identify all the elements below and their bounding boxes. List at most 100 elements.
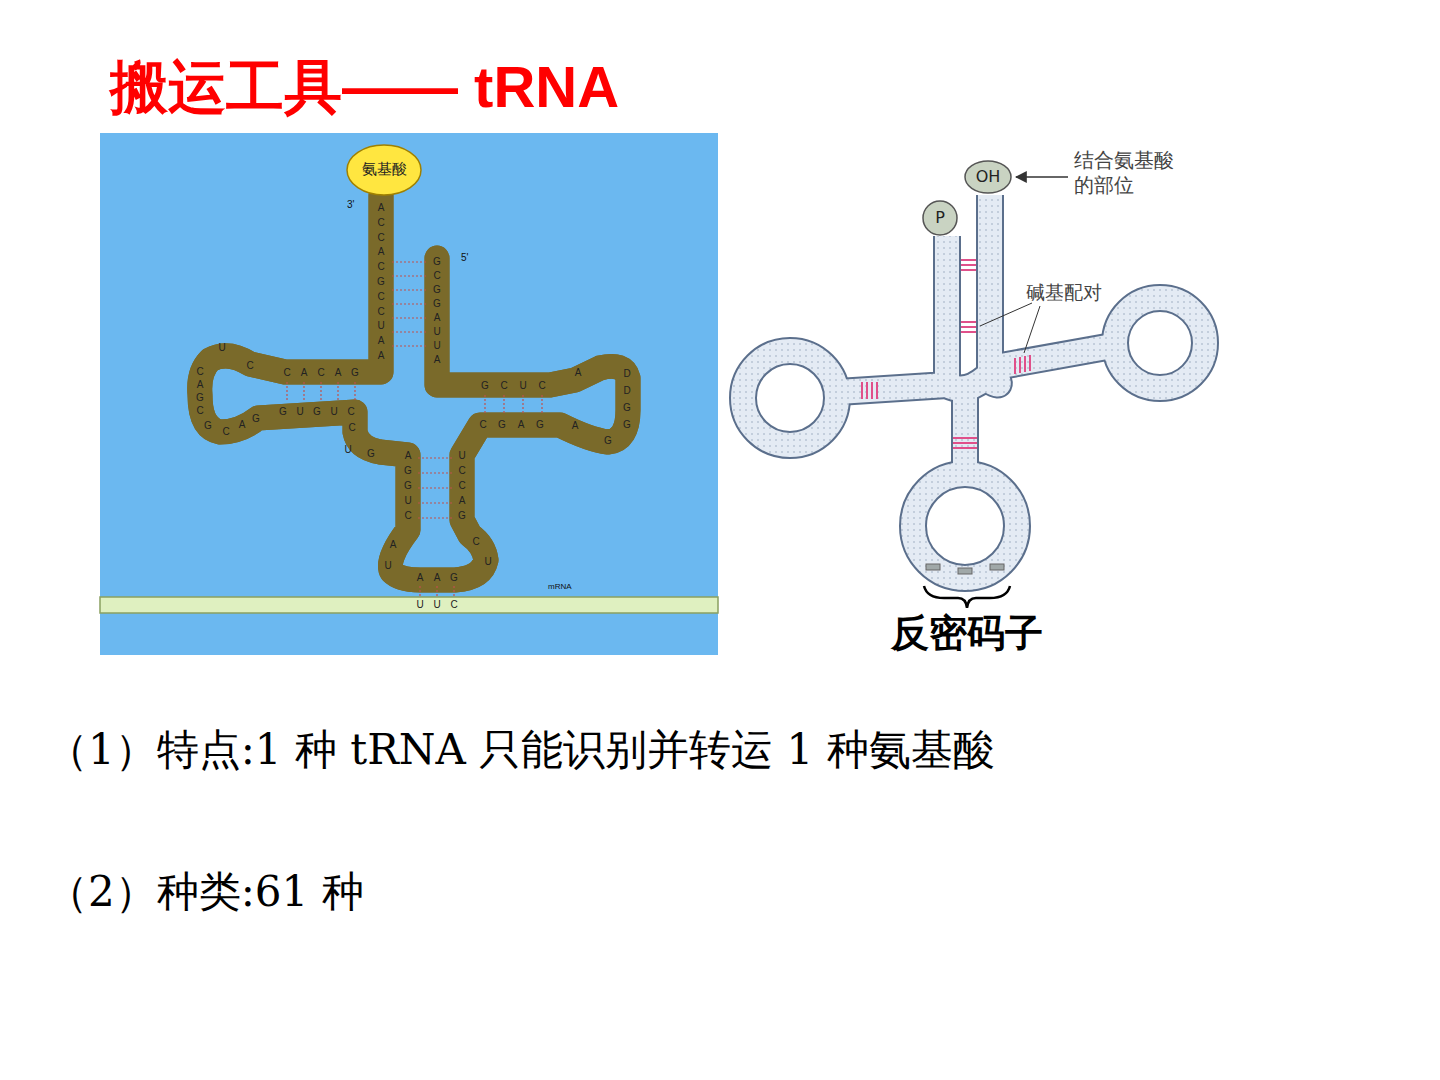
nucleotide: U xyxy=(458,451,465,461)
nucleotide: A xyxy=(378,336,385,346)
nucleotide: C xyxy=(283,368,290,378)
nucleotide: G xyxy=(433,285,441,295)
callout-text: 碱基配对 xyxy=(1026,281,1102,305)
nucleotide: C xyxy=(377,233,384,243)
nucleotide: G xyxy=(404,481,412,491)
nucleotide: A xyxy=(378,203,385,213)
nucleotide: D xyxy=(623,369,630,379)
nucleotide: G xyxy=(433,299,441,309)
nucleotide: G xyxy=(367,449,375,459)
trna-outline-drawing xyxy=(743,195,1205,578)
nucleotide: A xyxy=(239,420,246,430)
nucleotide: U xyxy=(384,561,391,571)
nucleotide: A xyxy=(459,496,466,506)
nucleotide: A xyxy=(378,351,385,361)
nucleotide: G xyxy=(196,393,204,403)
nucleotide: U xyxy=(330,407,337,417)
anticodon-label: 反密码子 xyxy=(891,610,1043,658)
nucleotide: C xyxy=(479,420,486,430)
nucleotide: G xyxy=(623,403,631,413)
nucleotide: G xyxy=(204,421,212,431)
nucleotide: C xyxy=(458,481,465,491)
anticodon-bases xyxy=(926,564,1004,574)
nucleotide: U xyxy=(519,381,526,391)
nucleotide: G xyxy=(252,414,260,424)
nucleotide: C xyxy=(450,600,457,610)
nucleotide: A xyxy=(518,420,525,430)
nucleotide: A xyxy=(572,421,579,431)
node-text: P xyxy=(935,209,945,227)
nucleotide: A xyxy=(301,368,308,378)
nucleotide: U xyxy=(218,343,225,353)
mrna-label: mRNA xyxy=(548,582,572,592)
nucleotide: C xyxy=(500,381,507,391)
nucleotide: C xyxy=(246,361,253,371)
nucleotide: A xyxy=(417,573,424,583)
nucleotide: G xyxy=(623,420,631,430)
nucleotide: G xyxy=(498,420,506,430)
nucleotide: A xyxy=(405,451,412,461)
phosphate-circle: P xyxy=(922,200,958,236)
nucleotide: G xyxy=(351,368,359,378)
nucleotide: C xyxy=(377,218,384,228)
node-text: 氨基酸 xyxy=(362,161,407,178)
note-line: （1）特点:1 种 tRNA 只能识别并转运 1 种氨基酸 xyxy=(46,724,995,777)
node-shape xyxy=(965,161,1011,193)
nucleotide: C xyxy=(222,427,229,437)
nucleotide: U xyxy=(296,407,303,417)
amino-acid-circle: 氨基酸 xyxy=(346,144,422,196)
nucleotide: C xyxy=(347,407,354,417)
nucleotide: C xyxy=(196,406,203,416)
node-text: OH xyxy=(976,168,1001,186)
mrna-band xyxy=(100,597,718,613)
nucleotide: C xyxy=(196,367,203,377)
nucleotide: G xyxy=(377,277,385,287)
slide-title: 搬运工具—— tRNA xyxy=(110,52,619,122)
nucleotide: G xyxy=(604,436,612,446)
nucleotide: G xyxy=(450,573,458,583)
nucleotide: C xyxy=(377,262,384,272)
nucleotide: G xyxy=(458,511,466,521)
nucleotide: D xyxy=(623,386,630,396)
hydroxyl-circle: OH xyxy=(964,160,1012,194)
nucleotide: C xyxy=(404,511,411,521)
nucleotide: G xyxy=(481,381,489,391)
nucleotide: G xyxy=(313,407,321,417)
nucleotide: A xyxy=(378,247,385,257)
nucleotide: U xyxy=(484,557,491,567)
nucleotide: A xyxy=(434,313,441,323)
anticodon-bracket xyxy=(924,586,1010,608)
nucleotide: A xyxy=(434,573,441,583)
blue-panel xyxy=(100,133,718,655)
base-pair-bars xyxy=(862,260,1030,448)
nucleotide: C xyxy=(377,292,384,302)
nucleotide: C xyxy=(472,537,479,547)
nucleotide: A xyxy=(197,380,204,390)
nucleotide: G xyxy=(433,257,441,267)
end-label: 3' xyxy=(347,199,354,212)
nucleotide: U xyxy=(416,600,423,610)
nucleotide: G xyxy=(536,420,544,430)
note-line: （2）种类:61 种 xyxy=(46,866,364,919)
leader-line xyxy=(980,303,1032,326)
leader-line xyxy=(1016,176,1068,178)
node-shape xyxy=(347,145,421,195)
nucleotide: G xyxy=(404,466,412,476)
nucleotide: A xyxy=(575,368,582,378)
nucleotide: C xyxy=(348,423,355,433)
nucleotide: G xyxy=(279,407,287,417)
nucleotide: C xyxy=(317,368,324,378)
nucleotide: A xyxy=(335,368,342,378)
nucleotide: U xyxy=(433,327,440,337)
base-pair-dashes xyxy=(287,262,542,598)
nucleotide: U xyxy=(404,496,411,506)
nucleotide: C xyxy=(433,271,440,281)
nucleotide: A xyxy=(434,355,441,365)
end-label: 5' xyxy=(461,252,468,265)
nucleotide: C xyxy=(377,307,384,317)
nucleotide: C xyxy=(458,466,465,476)
nucleotide: U xyxy=(433,600,440,610)
trna-tube xyxy=(200,196,628,580)
nucleotide: A xyxy=(390,540,397,550)
